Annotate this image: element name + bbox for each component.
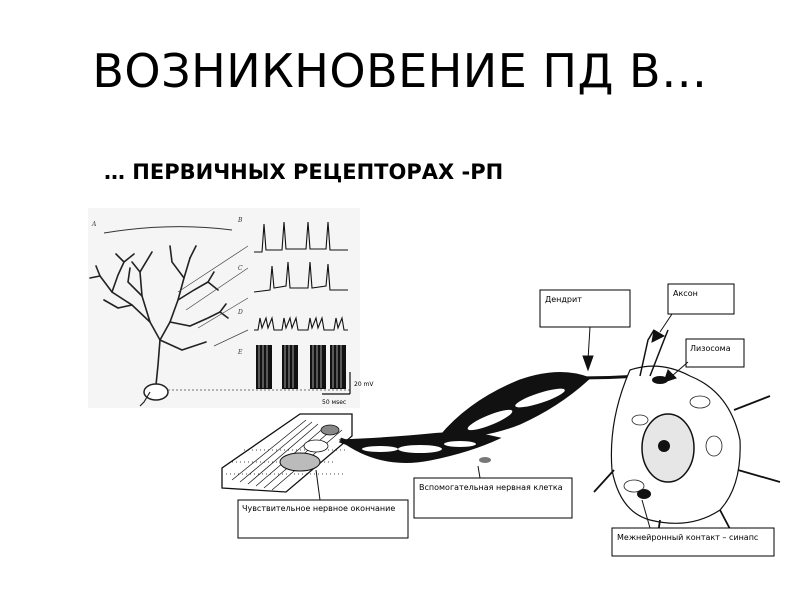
pointer-arrows xyxy=(315,313,689,529)
scale-voltage: 20 mV xyxy=(354,381,374,388)
neuron-drawing xyxy=(89,245,229,386)
soma xyxy=(143,383,169,401)
svg-text:Лизосома: Лизосома xyxy=(690,344,731,353)
slide-title: ВОЗНИКНОВЕНИЕ ПД В… xyxy=(92,44,708,98)
svg-text:Вспомогательная нервная клетка: Вспомогательная нервная клетка xyxy=(419,483,563,492)
label-synapse: Межнейронный контакт – синапс xyxy=(611,527,775,557)
svg-text:Чувствительное нервное окончан: Чувствительное нервное окончание xyxy=(242,504,395,513)
trace-d xyxy=(254,315,348,331)
scale-bar xyxy=(322,372,351,395)
panel-letter-c: C xyxy=(238,265,243,272)
label-auxiliary-cell: Вспомогательная нервная клетка xyxy=(413,477,573,519)
svg-text:Межнейронный контакт – синапс: Межнейронный контакт – синапс xyxy=(617,533,758,542)
scale-time: 50 мsec xyxy=(322,399,346,406)
panel-letter-e: E xyxy=(237,349,243,356)
sensory-end-organ xyxy=(221,413,353,493)
panel-letter-d: D xyxy=(237,309,243,316)
trace-e xyxy=(256,345,346,389)
slide-subtitle: … ПЕРВИЧНЫХ РЕЦЕПТОРАХ -РП xyxy=(104,160,504,184)
panel-letter-b: B xyxy=(237,217,243,224)
neuron-pathway-figure: Дендрит Аксон Лизосома Вспомогательная н… xyxy=(221,283,781,557)
label-dendrite: Дендрит xyxy=(539,289,631,328)
spike-traces xyxy=(253,221,348,331)
label-sensory-ending: Чувствительное нервное окончание xyxy=(237,499,409,539)
receptor-figure: A xyxy=(88,208,374,408)
trace-c xyxy=(253,261,348,293)
trace-b xyxy=(254,221,348,253)
label-axon: Аксон xyxy=(667,283,735,315)
panel-letter-a: A xyxy=(91,221,97,228)
neuron-cell-body xyxy=(593,329,781,549)
svg-text:Дендрит: Дендрит xyxy=(545,295,582,304)
label-lysosome: Лизосома xyxy=(685,338,745,368)
svg-text:Аксон: Аксон xyxy=(673,289,698,298)
